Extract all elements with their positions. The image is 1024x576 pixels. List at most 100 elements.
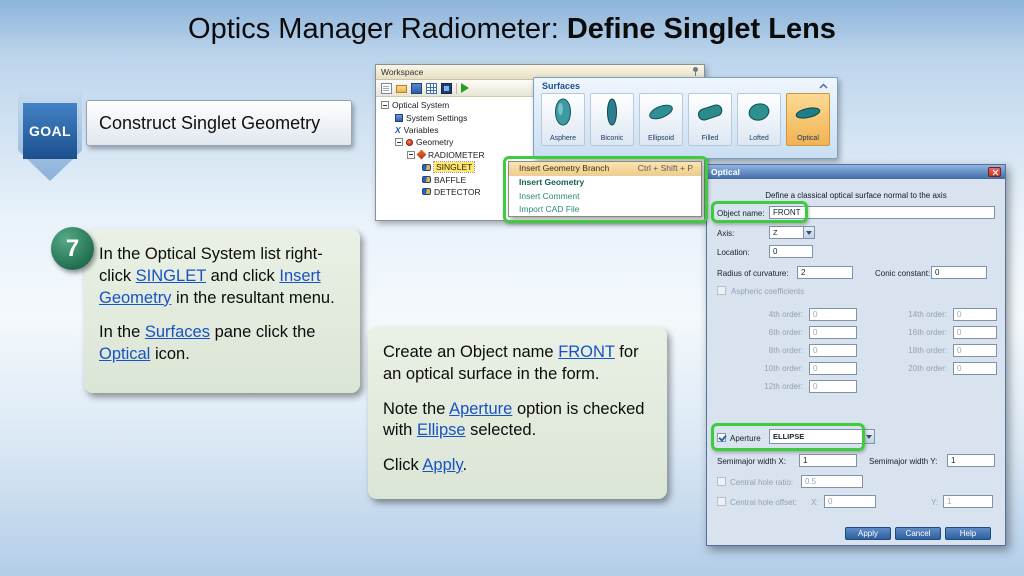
aperture-dropdown[interactable]: ELLIPSE	[769, 429, 875, 444]
radius-input[interactable]	[797, 266, 853, 279]
tree-item-baffle[interactable]: BAFFLE	[376, 173, 704, 185]
surfaces-panel: Surfaces Asphere Biconic E	[533, 77, 838, 159]
open-folder-icon[interactable]	[396, 85, 407, 93]
semimajor-x-input[interactable]	[799, 454, 857, 467]
tree-item-detector[interactable]: DETECTOR	[376, 186, 704, 198]
aperture-link[interactable]: Aperture	[449, 399, 513, 418]
new-document-icon[interactable]	[381, 82, 392, 94]
tree-label: DETECTOR	[434, 186, 481, 197]
surface-card-asphere[interactable]: Asphere	[541, 93, 585, 146]
surfaces-card-row: Asphere Biconic Ellipsoid Filled	[534, 92, 837, 147]
singlet-link[interactable]: SINGLET	[135, 266, 206, 285]
surfaces-title: Surfaces	[542, 81, 581, 91]
surface-card-filled[interactable]: Filled	[688, 93, 732, 146]
tree-item-optical-system[interactable]: Optical System	[376, 99, 704, 111]
geometry-icon	[406, 138, 413, 146]
tree-item-geometry[interactable]: Geometry	[376, 136, 704, 148]
tree-label: Geometry	[416, 137, 454, 148]
hole-ratio-checkbox	[717, 477, 726, 486]
menu-item-label: Insert Geometry Branch	[519, 163, 610, 174]
radiometer-icon	[416, 149, 427, 160]
insert-geometry-link[interactable]: Insert Geometry	[99, 266, 321, 307]
tree-label: Variables	[403, 124, 439, 135]
surface-card-lofted[interactable]: Lofted	[737, 93, 781, 146]
menu-item-import-cad-file[interactable]: Import CAD File	[509, 203, 701, 217]
front-link[interactable]: FRONT	[558, 343, 615, 361]
collapse-icon[interactable]	[395, 138, 403, 147]
dialog-titlebar: Optical	[707, 165, 1005, 179]
text: in the resultant menu.	[171, 288, 335, 307]
ellipse-link[interactable]: Ellipse	[416, 421, 466, 440]
surface-card-label: Asphere	[549, 135, 577, 142]
chevron-up-icon[interactable]	[818, 82, 829, 90]
tree-item-radiometer[interactable]: RADIOMETER	[376, 149, 704, 161]
context-menu: Insert Geometry Branch Ctrl + Shift + P …	[508, 161, 702, 217]
dialog-title: Optical	[711, 167, 740, 177]
collapse-icon[interactable]	[407, 150, 415, 159]
tree-label: BAFFLE	[434, 174, 467, 185]
tree-item-system-settings[interactable]: System Settings	[376, 111, 704, 123]
surfaces-link[interactable]: Surfaces	[144, 323, 210, 342]
axis-dropdown[interactable]: Z	[769, 226, 815, 239]
optical-lens-icon	[795, 107, 821, 119]
object-name-input[interactable]	[769, 206, 995, 219]
apply-button[interactable]: Apply	[845, 527, 891, 540]
surfaces-header: Surfaces	[534, 78, 837, 92]
text: pane click the	[210, 323, 316, 342]
tree-label: RADIOMETER	[428, 149, 485, 160]
pin-icon[interactable]	[692, 67, 699, 77]
tree-item-singlet[interactable]: SINGLET	[376, 161, 704, 174]
menu-item-label: Insert Geometry	[519, 177, 585, 188]
settings-icon	[395, 113, 403, 122]
order14-input	[953, 308, 997, 321]
cancel-button[interactable]: Cancel	[895, 527, 941, 540]
filled-lens-icon	[697, 104, 723, 121]
aperture-checkbox[interactable]	[717, 433, 726, 442]
tree-label: Optical System	[392, 100, 450, 111]
order10-input	[809, 362, 857, 375]
order6-label: 6th order:	[768, 328, 803, 337]
workspace-title: Workspace	[381, 67, 424, 77]
axis-label: Axis:	[717, 229, 735, 238]
save-icon[interactable]	[411, 82, 422, 94]
chevron-down-icon[interactable]	[863, 430, 874, 443]
tree-item-variables[interactable]: X Variables	[376, 124, 704, 136]
surface-card-biconic[interactable]: Biconic	[590, 93, 634, 146]
surface-card-optical[interactable]: Optical	[786, 93, 830, 146]
table-icon[interactable]	[426, 82, 437, 94]
surface-card-label: Optical	[797, 135, 819, 142]
lofted-lens-icon	[748, 103, 770, 121]
order20-input	[953, 362, 997, 375]
menu-item-insert-geometry[interactable]: Insert Geometry	[509, 176, 701, 190]
run-icon[interactable]	[461, 83, 469, 93]
order8-input	[809, 344, 857, 357]
order18-input	[953, 344, 997, 357]
page-title: Optics Manager Radiometer: Define Single…	[0, 13, 1024, 46]
menu-item-insert-comment[interactable]: Insert Comment	[509, 189, 701, 203]
location-label: Location:	[717, 248, 750, 257]
semimajor-y-input[interactable]	[947, 454, 995, 467]
page-title-emphasis: Define Singlet Lens	[566, 13, 836, 45]
tree-label-selected: SINGLET	[432, 161, 476, 174]
text: and click	[205, 266, 280, 285]
conic-input[interactable]	[931, 266, 987, 279]
hole-offset-y-label: Y:	[931, 498, 939, 507]
help-button[interactable]: Help	[945, 527, 991, 540]
monitor-icon[interactable]	[441, 82, 452, 94]
collapse-icon[interactable]	[381, 101, 389, 110]
instruction-callout-2: Create an Object name FRONT for an optic…	[368, 327, 667, 499]
location-input[interactable]	[769, 245, 813, 258]
text: Click	[383, 456, 423, 475]
chevron-down-icon[interactable]	[803, 227, 814, 238]
surface-card-label: Lofted	[749, 135, 769, 142]
order12-label: 12th order:	[764, 382, 803, 391]
optical-link[interactable]: Optical	[99, 345, 151, 364]
apply-link[interactable]: Apply	[422, 456, 463, 475]
page-title-prefix: Optics Manager Radiometer:	[188, 13, 567, 45]
semimajor-y-label: Semimajor width Y:	[869, 457, 938, 466]
dialog-description: Define a classical optical surface norma…	[765, 191, 947, 200]
close-icon[interactable]	[988, 167, 1001, 177]
menu-item-insert-geometry-branch[interactable]: Insert Geometry Branch Ctrl + Shift + P	[509, 162, 701, 176]
order20-label: 20th order:	[908, 364, 947, 373]
surface-card-ellipsoid[interactable]: Ellipsoid	[639, 93, 683, 146]
